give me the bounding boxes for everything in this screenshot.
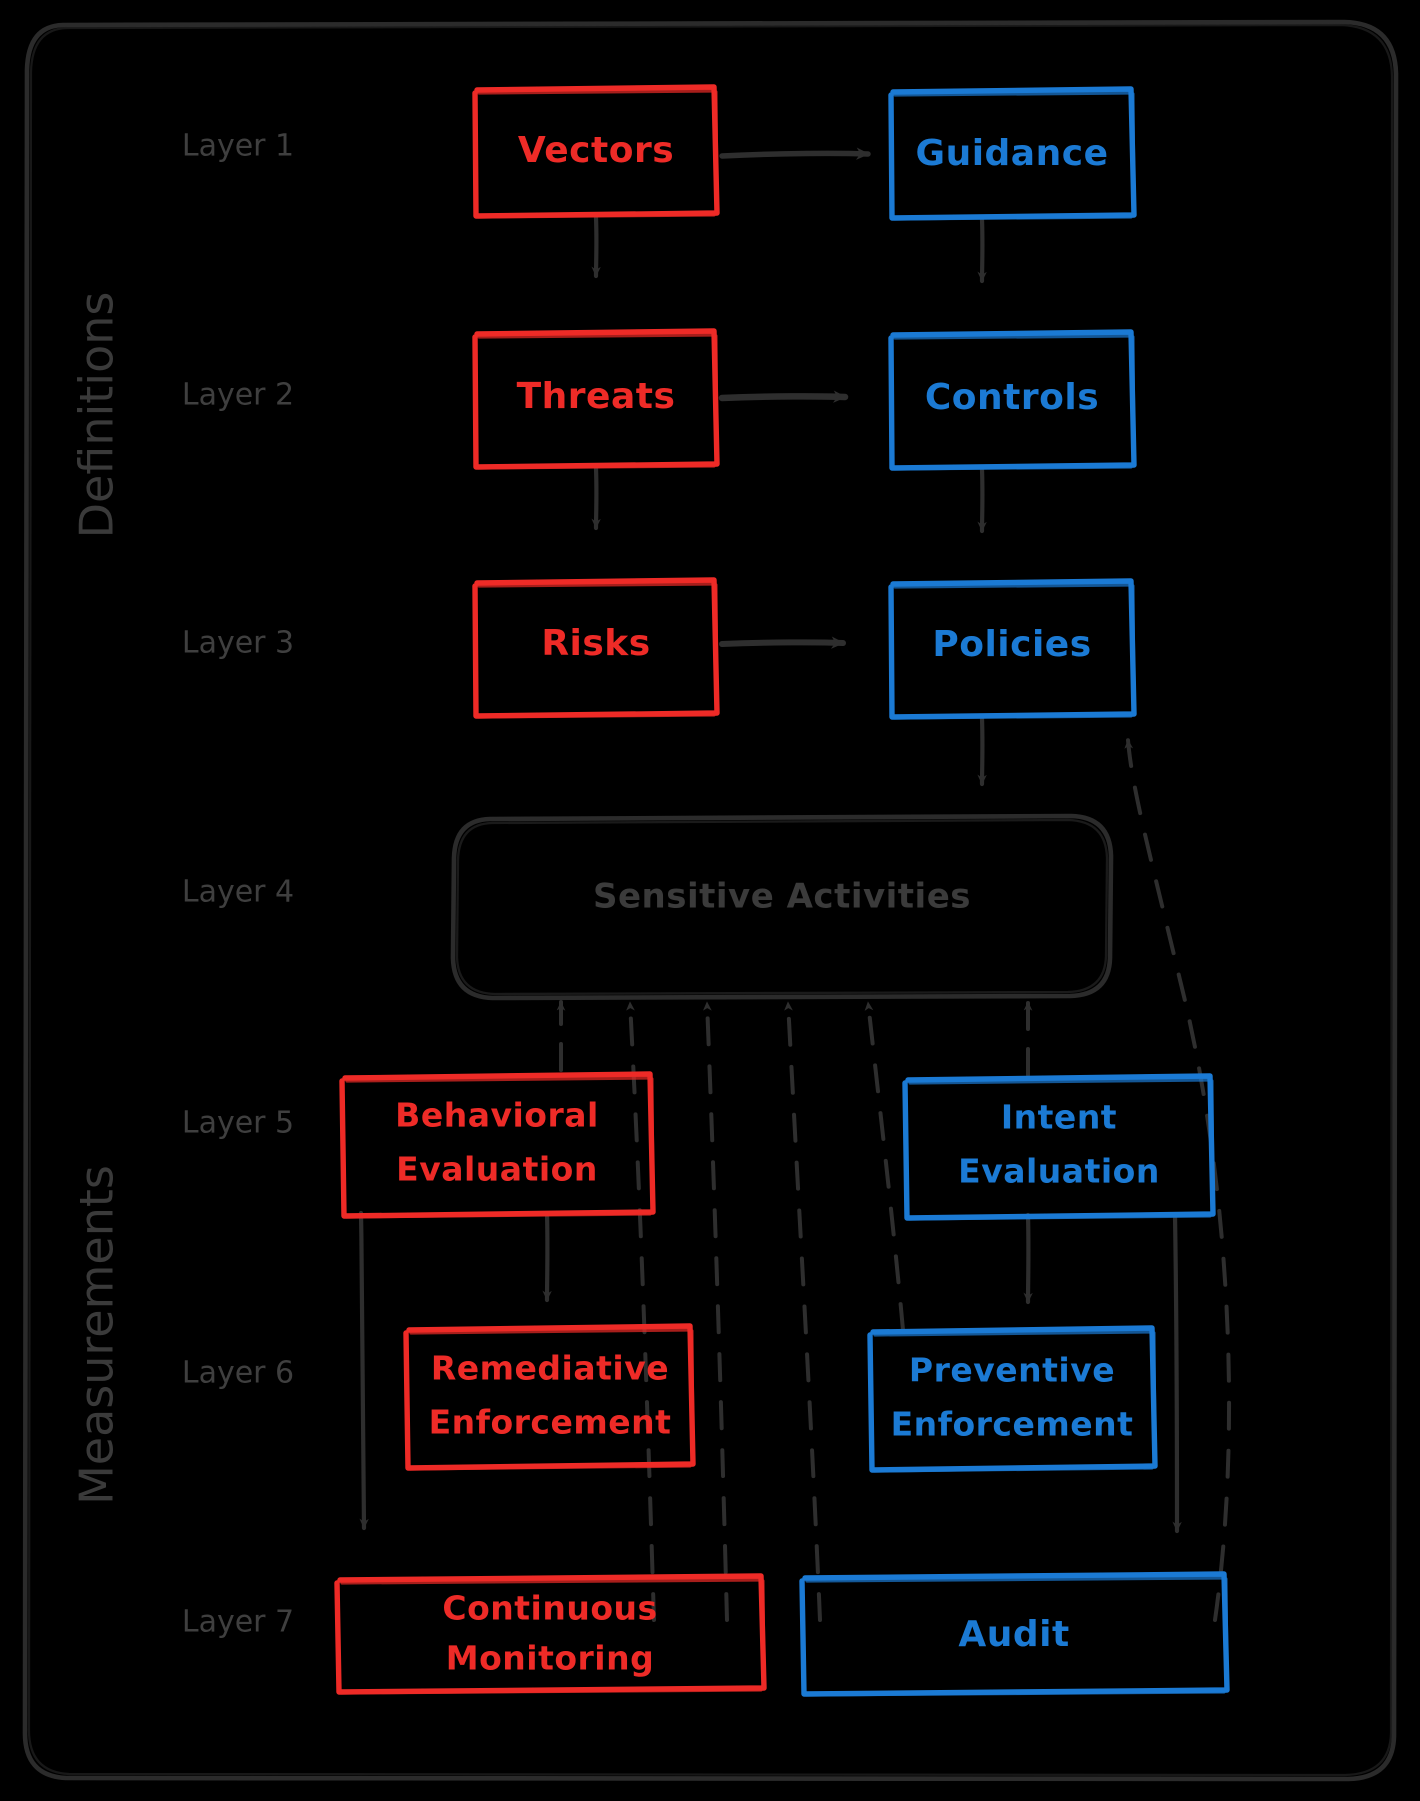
node-risks[interactable]: Risks [472,577,720,719]
section-label-definitions: Definitions [70,292,124,539]
node-vectors[interactable]: Vectors [472,84,720,219]
node-continuous-monitoring-label-line2: Monitoring [446,1639,654,1678]
node-sensitive-activities-label: Sensitive Activities [593,877,971,917]
node-sensitive-activities[interactable]: Sensitive Activities [450,813,1114,1001]
node-intent-evaluation-label-line2: Evaluation [958,1152,1160,1191]
edge-measurements-to-sensitive-3 [703,1000,729,1622]
edge-measurements-to-sensitive-5 [864,1000,905,1332]
layer-label-4: Layer 4 [182,875,294,910]
node-continuous-monitoring-label-line1: Continuous [442,1589,657,1628]
edge-threats-to-controls [718,390,849,403]
layer-label-6: Layer 6 [182,1356,294,1391]
node-preventive-enforcement[interactable]: Preventive Enforcement [867,1325,1158,1473]
node-vectors-label: Vectors [518,130,674,171]
layer-label-7: Layer 7 [182,1605,294,1640]
node-threats[interactable]: Threats [472,328,720,470]
edge-behavioral-to-continuous-monitoring [358,1210,369,1531]
node-audit[interactable]: Audit [799,1571,1230,1697]
node-guidance-label: Guidance [916,133,1109,174]
node-behavioral-evaluation-label-line1: Behavioral [395,1096,599,1135]
node-risks-label: Risks [541,623,650,664]
node-behavioral-evaluation[interactable]: Behavioral Evaluation [339,1071,656,1219]
edge-intent-to-audit [1172,1212,1182,1534]
edge-measurements-to-sensitive-4 [784,1000,822,1622]
node-controls-label: Controls [925,377,1099,418]
outer-frame [22,19,1399,1782]
node-audit-label: Audit [958,1614,1069,1655]
node-remediative-enforcement-label-line1: Remediative [431,1349,669,1388]
section-label-measurements-text: Measurements [70,1165,124,1505]
node-preventive-enforcement-label-line1: Preventive [909,1351,1115,1390]
edge-risks-to-policies [719,636,846,649]
node-guidance[interactable]: Guidance [888,86,1137,221]
node-threats-label: Threats [517,376,676,417]
node-policies-label: Policies [932,624,1091,665]
edge-vectors-to-guidance [719,147,871,160]
node-behavioral-evaluation-label-line2: Evaluation [396,1150,598,1189]
layer-label-1: Layer 1 [182,129,294,164]
section-label-definitions-text: Definitions [70,292,124,539]
node-controls[interactable]: Controls [888,329,1137,471]
layer-label-5: Layer 5 [182,1106,294,1141]
node-intent-evaluation-label-line1: Intent [1001,1098,1117,1137]
node-intent-evaluation[interactable]: Intent Evaluation [902,1073,1216,1221]
node-remediative-enforcement[interactable]: Remediative Enforcement [403,1323,696,1471]
section-label-measurements: Measurements [70,1165,124,1505]
layer-label-2: Layer 2 [182,378,294,413]
node-remediative-enforcement-label-line2: Enforcement [429,1403,672,1442]
node-preventive-enforcement-label-line2: Enforcement [891,1405,1134,1444]
node-policies[interactable]: Policies [888,578,1137,720]
node-continuous-monitoring[interactable]: Continuous Monitoring [334,1573,767,1695]
layer-label-3: Layer 3 [182,626,294,661]
